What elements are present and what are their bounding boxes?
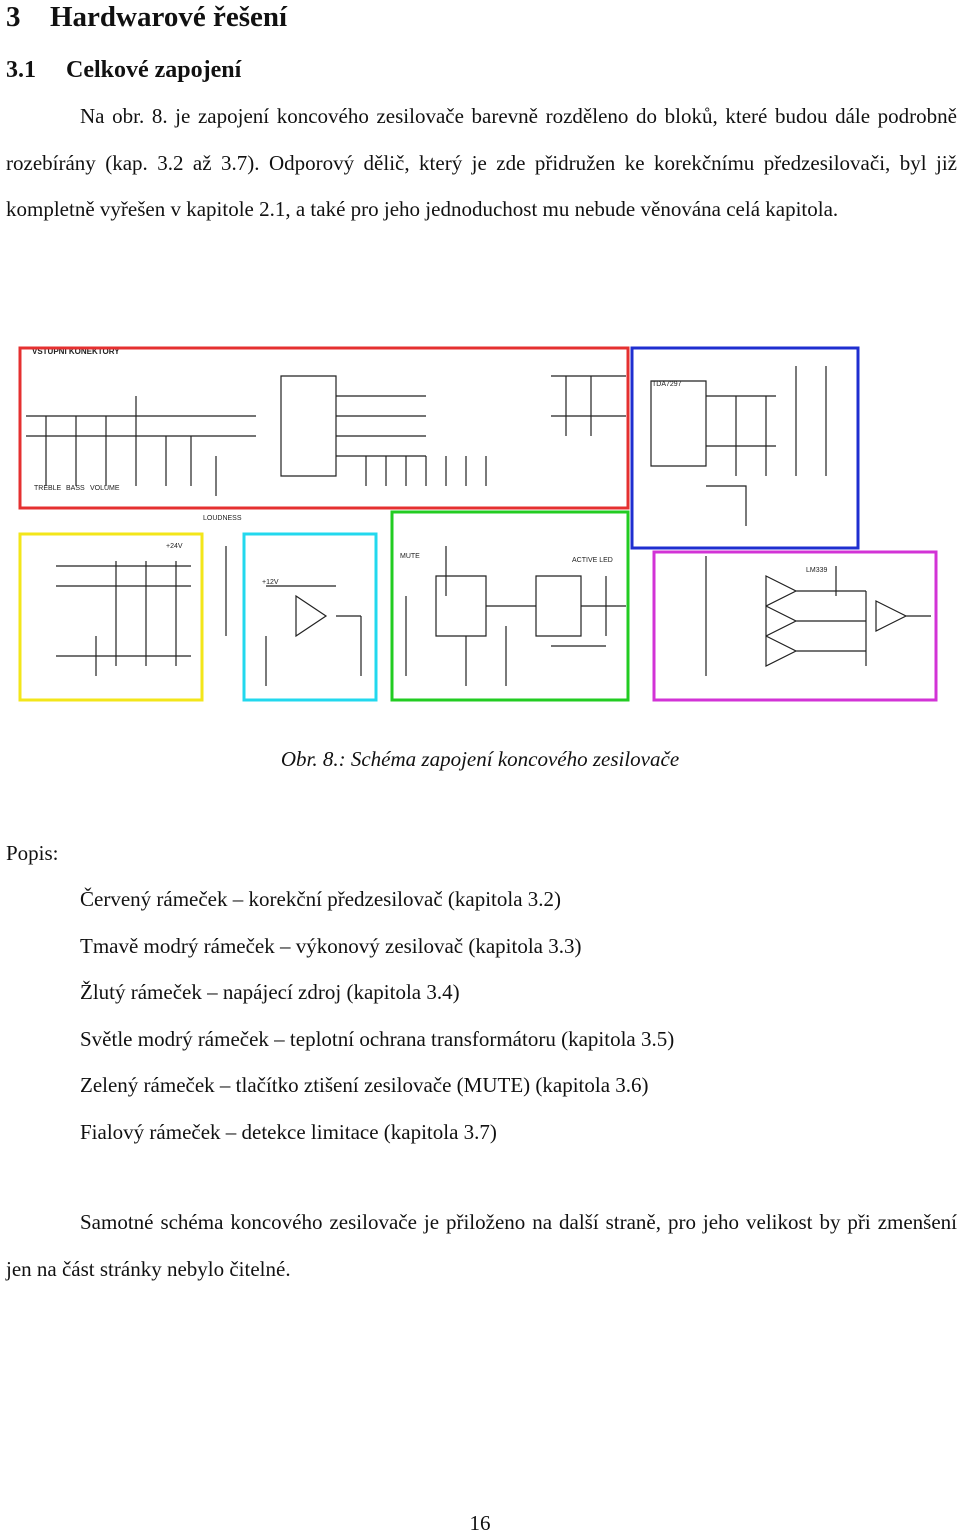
intro-paragraph: Na obr. 8. je zapojení koncového zesilov… [6,104,957,221]
frame-dark-blue [630,346,860,550]
legend-list: Červený rámeček – korekční předzesilovač… [80,876,674,1155]
block-frames [18,346,938,702]
frame-yellow [18,532,204,702]
supply-24-label: +24V [166,543,183,550]
page-number: 16 [469,1511,491,1535]
frame-red [18,346,630,510]
chapter-heading: 3 Hardwarové řešení [6,0,287,34]
chapter-title: Hardwarové řešení [50,1,288,33]
treble-label: TREBLE [34,485,62,492]
frame-light-blue [242,532,378,702]
loudness-label: LOUDNESS [203,515,242,522]
amplifier-schematic: VSTUPNÍ KONEKTORY TREBLE BASS VOLUME LOU… [18,346,938,702]
legend-heading: Popis: [6,841,59,865]
amplifier-schematic-figure: VSTUPNÍ KONEKTORY TREBLE BASS VOLUME LOU… [6,336,954,720]
section-number: 3.1 [6,57,36,83]
volume-label: VOLUME [90,485,120,492]
legend-item-green: Zelený rámeček – tlačítko ztišení zesilo… [80,1073,649,1097]
legend-item-dark-blue: Tmavě modrý rámeček – výkonový zesilovač… [80,933,582,958]
section-title: Celkové zapojení [66,57,242,83]
schematic-labels: VSTUPNÍ KONEKTORY TREBLE BASS VOLUME LOU… [32,347,828,586]
legend-item-yellow: Žlutý rámeček – napájecí zdroj (kapitola… [80,980,460,1004]
legend-item-light-blue: Světle modrý rámeček – teplotní ochrana … [80,1026,675,1051]
frame-green [390,510,630,702]
tda-label: TDA7297 [652,381,682,388]
frame-magenta [652,550,938,702]
chapter-number: 3 [6,1,21,33]
legend-item-magenta: Fialový rámeček – detekce limitace (kapi… [80,1119,497,1144]
bass-label: BASS [66,485,85,492]
connector-label: VSTUPNÍ KONEKTORY [32,347,120,356]
comparator-label: LM339 [806,567,828,574]
section-heading: 3.1 Celkové zapojení [6,55,241,85]
active-led-label: ACTIVE LED [572,557,613,564]
closing-paragraph: Samotné schéma koncového zesilovače je p… [6,1210,957,1281]
supply-12-label: +12V [262,579,279,586]
figure-caption: Obr. 8.: Schéma zapojení koncového zesil… [280,747,680,771]
legend-item-red: Červený rámeček – korekční předzesilovač… [80,887,562,911]
schematic-wires [26,366,931,686]
mute-label: MUTE [400,553,420,560]
